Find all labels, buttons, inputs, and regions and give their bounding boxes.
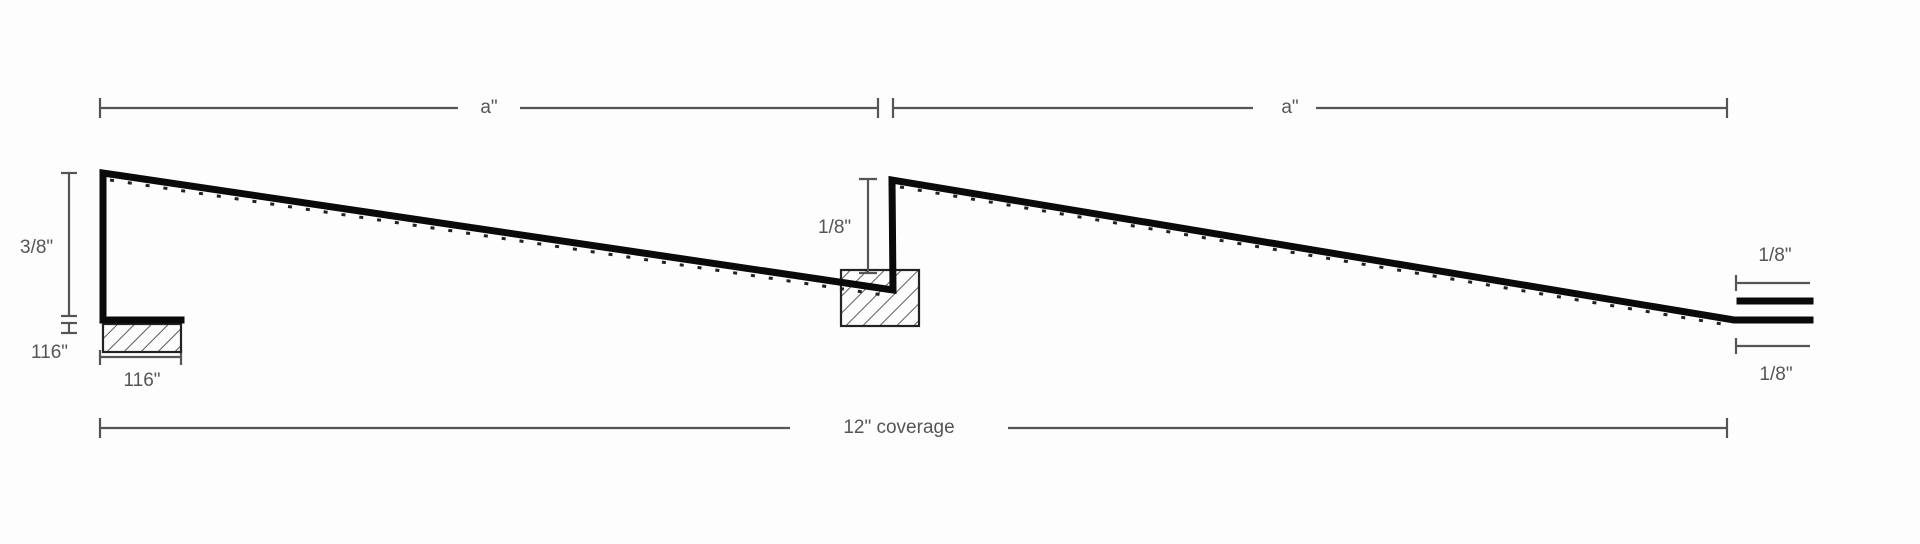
panel-profile-outline (99, 168, 1814, 324)
right-end-top-label: 1/8" (1758, 245, 1792, 266)
coverage-dimension-line (98, 418, 1729, 438)
left-flange-thickness-label: 116" (31, 342, 69, 363)
right-end-top-dimension (1734, 275, 1810, 291)
middle-step-label: 1/8" (818, 217, 852, 238)
top-right-dimension-line (891, 98, 1729, 118)
left-rise-dimension-line (61, 171, 77, 335)
left-rise-label: 3/8" (20, 237, 54, 258)
right-end-bottom-label: 1/8" (1759, 364, 1793, 385)
coverage-label: 12" coverage (843, 417, 955, 438)
top-left-span-label: a" (480, 97, 498, 118)
right-slope-texture (899, 185, 1729, 327)
right-end-bottom-dimension (1734, 338, 1810, 354)
middle-hatched-block (839, 268, 921, 328)
top-right-span-label: a" (1281, 97, 1299, 118)
top-left-dimension-line (98, 98, 880, 118)
middle-step-dimension-line (859, 177, 877, 275)
left-hatched-block (101, 322, 183, 354)
left-slope-texture (109, 178, 891, 298)
left-flange-width-label: 116" (123, 370, 161, 391)
